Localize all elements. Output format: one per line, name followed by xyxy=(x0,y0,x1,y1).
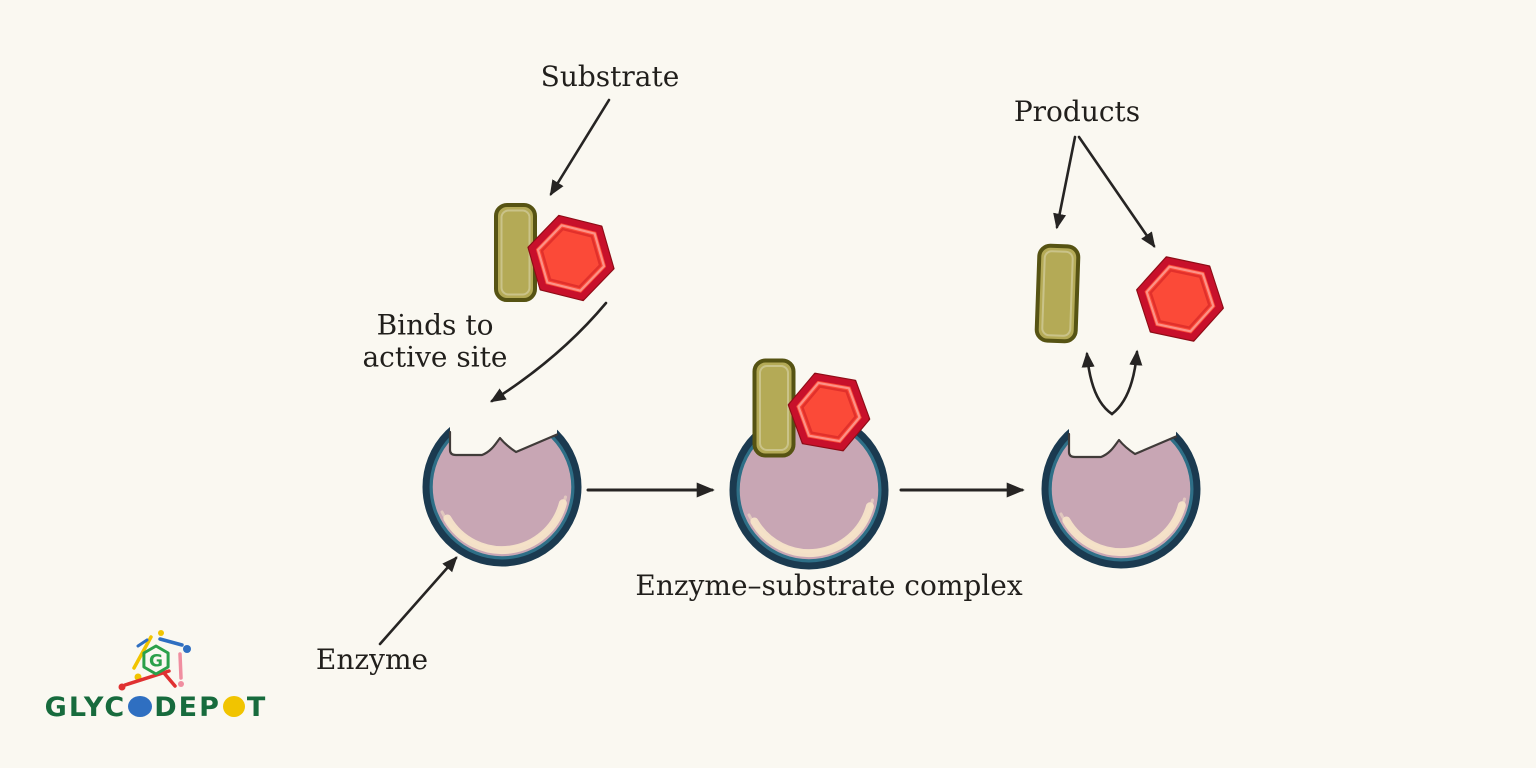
logo-yellow-dot2-icon xyxy=(158,630,164,636)
products-pointer-arrow-right xyxy=(1077,135,1156,248)
enzyme-pointer-arrow xyxy=(378,556,458,646)
releasing-enzyme-shape xyxy=(1045,401,1197,565)
logo-wordmark-part2: DEP xyxy=(154,692,221,723)
product-rectangle-shape xyxy=(1036,245,1078,341)
logo-wordmark-part3: T xyxy=(246,692,268,723)
substrate-pointer-arrow xyxy=(549,98,611,196)
logo-hexagon-icon xyxy=(142,644,170,676)
logo-red-dot-icon xyxy=(118,683,126,691)
logo-pink-dot-icon xyxy=(178,681,184,687)
logo-monogram: G xyxy=(149,652,163,672)
logo-blue-dot-icon xyxy=(183,645,191,653)
logo-red-stick-icon xyxy=(123,669,171,687)
enzyme-substrate-complex-label: Enzyme–substrate complex xyxy=(635,568,1023,602)
products-pointer-arrow-left xyxy=(1053,135,1077,230)
logo-yellow-o-icon xyxy=(222,696,245,717)
enzyme-label: Enzyme xyxy=(315,642,429,676)
logo-blue-stick2-icon xyxy=(136,638,149,648)
logo-wordmark: GLYC DEP T xyxy=(36,692,276,723)
enzyme-shape xyxy=(426,399,578,563)
release-arrow-left xyxy=(1081,351,1114,416)
glycodepot-logo-icon: G xyxy=(118,630,191,691)
logo-pink-stick-icon xyxy=(178,652,183,680)
binds-to-active-site-label: Binds to active site xyxy=(362,308,508,374)
logo-red-stick2-icon xyxy=(162,671,177,688)
product-hexagon-shape xyxy=(1129,253,1231,346)
complex-rectangle-shape xyxy=(752,358,796,458)
logo-blue-stick-icon xyxy=(158,637,184,647)
products-label: Products xyxy=(1013,94,1141,128)
binds-to-active-site-arrow xyxy=(490,301,608,403)
substrate-label: Substrate xyxy=(540,59,680,93)
logo-wordmark-part1: GLYC xyxy=(44,692,127,723)
glycodepot-logo: G GLYC DEP T xyxy=(36,628,276,723)
logo-blue-o-icon xyxy=(128,696,153,717)
release-arrow-right xyxy=(1110,349,1143,416)
